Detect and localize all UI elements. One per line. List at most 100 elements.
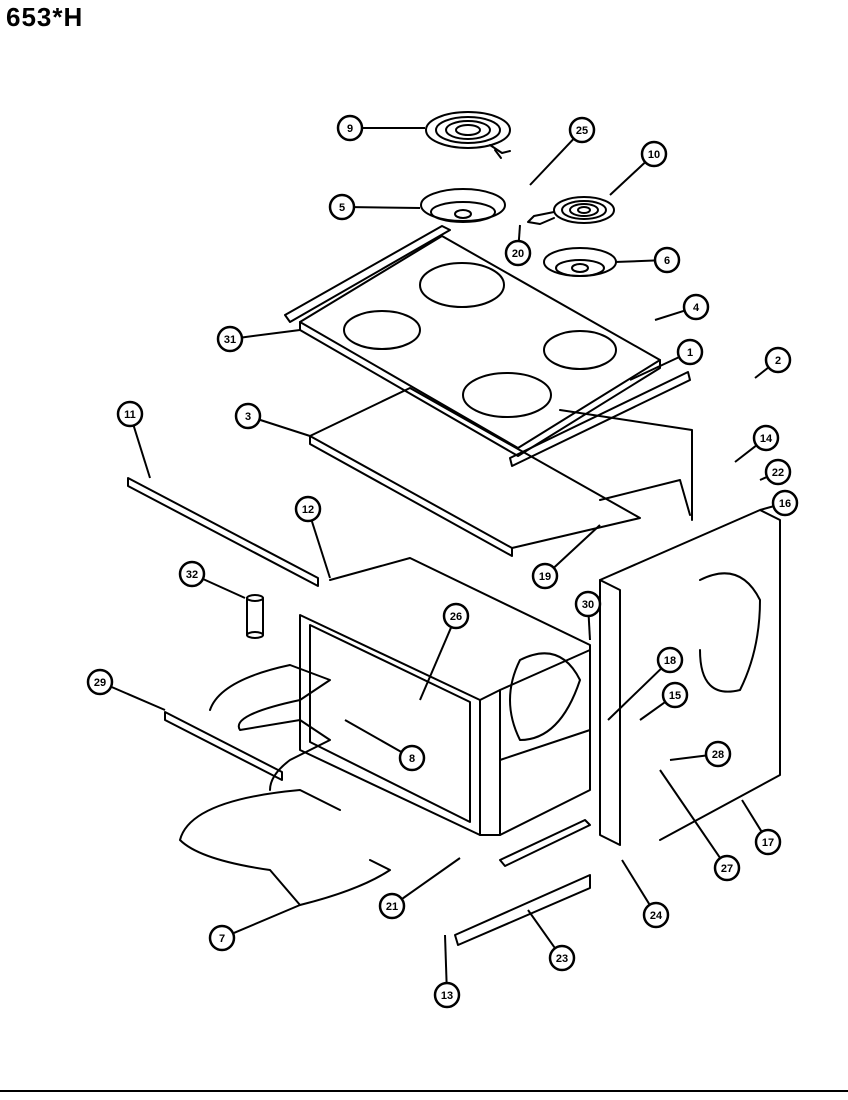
callout-circle xyxy=(656,646,684,674)
callout-circle xyxy=(531,562,559,590)
oven-cavity-drawing xyxy=(299,557,591,836)
callout-17: 17 xyxy=(741,799,782,856)
side-panel-drawing xyxy=(599,509,781,846)
leader-line xyxy=(527,909,556,948)
callout-22: 22 xyxy=(759,458,792,486)
callout-19: 19 xyxy=(531,524,601,590)
leader-line xyxy=(402,857,461,900)
panel-drawing xyxy=(309,387,641,549)
callout-32: 32 xyxy=(178,560,246,599)
callout-7: 7 xyxy=(208,904,301,952)
callout-number: 12 xyxy=(302,504,314,516)
leader-line xyxy=(444,934,448,983)
callout-2: 2 xyxy=(754,346,792,379)
callout-5: 5 xyxy=(328,193,421,221)
callout-number: 31 xyxy=(224,334,236,346)
callout-circle xyxy=(640,140,668,168)
callout-23: 23 xyxy=(527,909,576,972)
kickplate-drawing xyxy=(454,874,591,946)
callout-circle xyxy=(234,402,262,430)
callout-3: 3 xyxy=(234,402,311,437)
callout-circle xyxy=(771,489,799,517)
callout-circle xyxy=(548,944,576,972)
callout-6: 6 xyxy=(614,246,681,274)
callout-number: 17 xyxy=(762,837,774,849)
drip-pan-small-drawing xyxy=(543,247,617,277)
callout-16: 16 xyxy=(759,489,799,517)
broil-element-drawing xyxy=(209,664,331,791)
callout-circle xyxy=(433,981,461,1009)
leader-line xyxy=(669,754,706,761)
callout-number: 5 xyxy=(339,202,345,214)
callout-10: 10 xyxy=(609,140,668,196)
callout-number: 8 xyxy=(409,753,415,765)
leader-line xyxy=(639,701,666,721)
leader-line xyxy=(310,521,331,579)
leader-line xyxy=(553,524,601,568)
callout-number: 13 xyxy=(441,990,453,1002)
callout-1: 1 xyxy=(629,338,704,381)
callout-circle xyxy=(568,116,596,144)
callout-number: 3 xyxy=(245,411,251,423)
callout-circle xyxy=(294,495,322,523)
callout-circle xyxy=(336,114,364,142)
callout-circle xyxy=(752,424,780,452)
callout-circle xyxy=(661,681,689,709)
callout-25: 25 xyxy=(529,116,596,186)
callout-number: 15 xyxy=(669,690,681,702)
callout-4: 4 xyxy=(654,293,710,321)
callout-8: 8 xyxy=(344,719,426,772)
callout-circle xyxy=(86,668,114,696)
callout-number: 9 xyxy=(347,123,353,135)
leader-line xyxy=(344,719,402,753)
callout-28: 28 xyxy=(669,740,732,768)
leader-line xyxy=(621,859,651,905)
callout-number: 29 xyxy=(94,677,106,689)
leader-line xyxy=(233,904,301,934)
leader-line xyxy=(734,445,757,463)
callout-circle xyxy=(208,924,236,952)
callout-circle xyxy=(764,458,792,486)
callout-number: 21 xyxy=(386,901,398,913)
trim-strip-drawing xyxy=(509,371,691,467)
leader-line xyxy=(587,616,591,641)
callout-circle xyxy=(764,346,792,374)
callout-number: 20 xyxy=(512,248,524,260)
callout-15: 15 xyxy=(639,681,689,721)
leader-line xyxy=(260,419,311,437)
callout-number: 24 xyxy=(650,910,663,922)
callout-circle xyxy=(216,325,244,353)
callout-26: 26 xyxy=(419,602,470,701)
callout-29: 29 xyxy=(86,668,166,711)
callout-number: 4 xyxy=(693,302,700,314)
callout-number: 14 xyxy=(760,433,773,445)
leader-line xyxy=(754,367,769,379)
callout-13: 13 xyxy=(433,934,461,1009)
callout-number: 10 xyxy=(648,149,660,161)
callout-number: 27 xyxy=(721,863,733,875)
callout-21: 21 xyxy=(378,857,461,920)
leader-line xyxy=(741,799,763,832)
callout-11: 11 xyxy=(116,400,151,479)
leader-line xyxy=(242,329,301,339)
callout-number: 18 xyxy=(664,655,676,667)
callout-circle xyxy=(504,239,532,267)
leader-line xyxy=(354,206,421,209)
callout-number: 16 xyxy=(779,498,791,510)
callout-circle xyxy=(642,901,670,929)
callout-number: 25 xyxy=(576,125,588,137)
callout-circle xyxy=(442,602,470,630)
leader-line xyxy=(614,259,655,263)
surface-element-small-drawing xyxy=(527,196,615,225)
callout-circle xyxy=(754,828,782,856)
callout-number: 6 xyxy=(664,255,670,267)
callout-number: 7 xyxy=(219,933,225,945)
callout-number: 30 xyxy=(582,599,594,611)
callout-circle xyxy=(116,400,144,428)
leader-line xyxy=(654,309,684,321)
callout-number: 22 xyxy=(772,467,784,479)
rod-drawing xyxy=(246,594,264,639)
callout-18: 18 xyxy=(607,646,684,721)
callout-number: 11 xyxy=(124,409,136,421)
callout-circle xyxy=(704,740,732,768)
